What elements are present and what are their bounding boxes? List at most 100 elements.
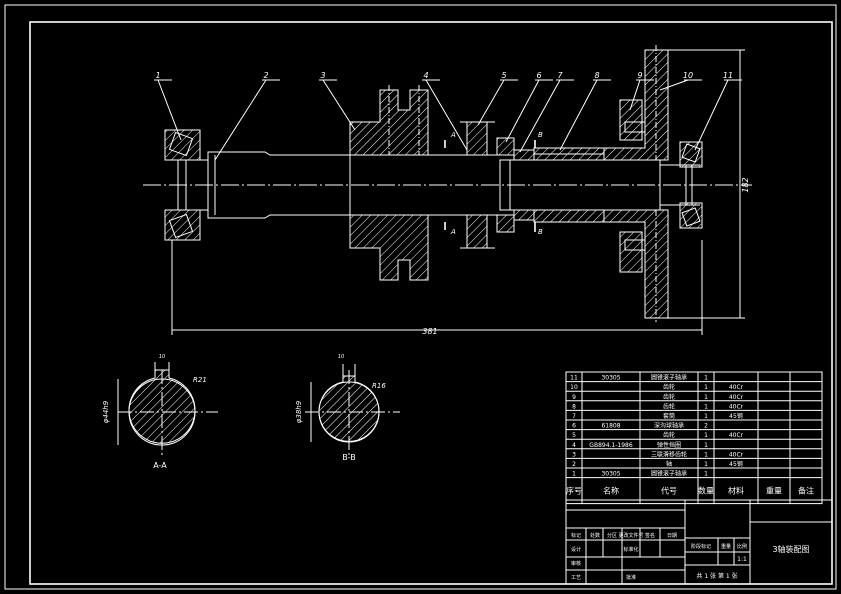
- bom-name: 深沟球轴承: [654, 422, 684, 430]
- bom-no: 3: [572, 451, 576, 458]
- bom-name: 齿轮: [663, 402, 675, 410]
- tb-date: 日期: [667, 533, 677, 539]
- balloon-2: 2: [263, 71, 268, 80]
- bom-qty: 1: [704, 442, 708, 449]
- aa-top-dim: 10: [159, 354, 165, 360]
- gear-part-5: [460, 121, 495, 249]
- balloon-3: 3: [320, 71, 325, 80]
- tb-sign: 签名: [645, 532, 655, 539]
- bom-header-code: 代号: [661, 486, 677, 496]
- bom-qty: 1: [704, 384, 708, 391]
- balloon-11: 11: [723, 71, 733, 80]
- bom-name: 弹性挡圈: [657, 441, 681, 449]
- bom-header-no: 序号: [566, 486, 582, 496]
- bom-material: 40Cr: [729, 394, 744, 401]
- cut-a-bottom: A: [450, 228, 456, 236]
- title-block: [565, 499, 833, 585]
- bom-header-material: 材料: [728, 486, 744, 496]
- bom-no: 4: [572, 442, 576, 449]
- bom-material: 45钢: [729, 412, 743, 420]
- cut-a-top: A: [450, 131, 456, 139]
- balloon-4: 4: [423, 71, 428, 80]
- bom-qty: 1: [704, 413, 708, 420]
- cut-b-bottom: B: [538, 228, 543, 236]
- bearing-part-6: [496, 137, 515, 233]
- tb-change: 更改文件号: [618, 532, 643, 539]
- bom-material: 40Cr: [729, 451, 744, 458]
- dim-height-text: 182: [741, 177, 750, 192]
- tb-process: 工艺: [571, 575, 581, 581]
- bom-header-note: 备注: [798, 486, 814, 496]
- bom-no: 9: [572, 394, 576, 401]
- tb-stage: 阶段标记: [691, 543, 711, 550]
- bom-row: 4 GB894.1-1986 弹性挡圈 1: [572, 441, 708, 449]
- bom-qty: 1: [704, 403, 708, 410]
- aa-radius-dim: R21: [193, 376, 207, 384]
- balloon-8: 8: [594, 71, 599, 80]
- bom-qty: 1: [704, 471, 708, 478]
- gear-part-9: [619, 99, 646, 273]
- bom-row: 6 61808 深沟球轴承 2: [572, 422, 708, 430]
- aa-major-dim: φ44h9: [102, 400, 110, 423]
- bom-no: 11: [570, 375, 578, 382]
- tb-review: 审核: [571, 560, 581, 567]
- balloon-5: 5: [501, 71, 506, 80]
- bom-header-weight: 重量: [766, 486, 782, 496]
- bom-no: 1: [572, 471, 576, 478]
- bearing-part-1: [164, 129, 208, 241]
- bb-top-dim: 10: [338, 354, 344, 360]
- bom-code: 30305: [601, 471, 620, 478]
- bom-header-qty: 数量: [698, 486, 714, 496]
- bom-name: 圆锥滚子轴承: [651, 470, 687, 478]
- bom-name: 齿轮: [663, 431, 675, 439]
- bb-major-dim: φ38h9: [295, 400, 303, 423]
- inner-border: [29, 21, 833, 585]
- tb-scale-label: 比例: [737, 543, 747, 550]
- balloon-10: 10: [683, 71, 693, 80]
- balloon-7: 7: [557, 71, 563, 80]
- bom-row: 1 30305 圆锥滚子轴承 1: [572, 470, 708, 478]
- bom-name: 齿轮: [663, 383, 675, 391]
- tb-design: 设计: [571, 546, 581, 553]
- tb-count: 处数: [590, 532, 600, 539]
- bom-code: 30305: [601, 375, 620, 382]
- tb-mark: 标记: [571, 532, 581, 539]
- bom-no: 7: [572, 413, 576, 420]
- cut-b-top: B: [538, 131, 543, 139]
- tb-scale-value: 1:1: [737, 556, 747, 563]
- dimension-texts: 381 182 φ44h9 R21 10 φ38h9 R16 10: [102, 177, 750, 423]
- balloon-1: 1: [155, 71, 160, 80]
- section-bb-label: B-B: [342, 453, 356, 462]
- bom-header-name: 名称: [603, 486, 619, 496]
- bom-no: 5: [572, 432, 576, 439]
- bom-name: 轴: [666, 460, 672, 468]
- bom-code: GB894.1-1986: [589, 442, 633, 449]
- bom-qty: 1: [704, 375, 708, 382]
- bom-qty: 1: [704, 394, 708, 401]
- tb-sheets: 共 1 张 第 1 张: [696, 572, 737, 580]
- bom-no: 6: [572, 423, 576, 430]
- bom-qty: 2: [704, 423, 708, 430]
- section-aa-label: A-A: [153, 461, 167, 470]
- drawing-title: 3轴装配图: [772, 544, 809, 554]
- tb-approve: 批准: [626, 574, 636, 581]
- section-bb-view: [305, 364, 400, 455]
- bom-code: 61808: [601, 423, 620, 430]
- dim-overall-text: 381: [422, 327, 437, 336]
- bom-qty: 1: [704, 451, 708, 458]
- bb-radius-dim: R16: [372, 382, 386, 390]
- bom-qty: 1: [704, 461, 708, 468]
- leader-lines: [157, 79, 729, 161]
